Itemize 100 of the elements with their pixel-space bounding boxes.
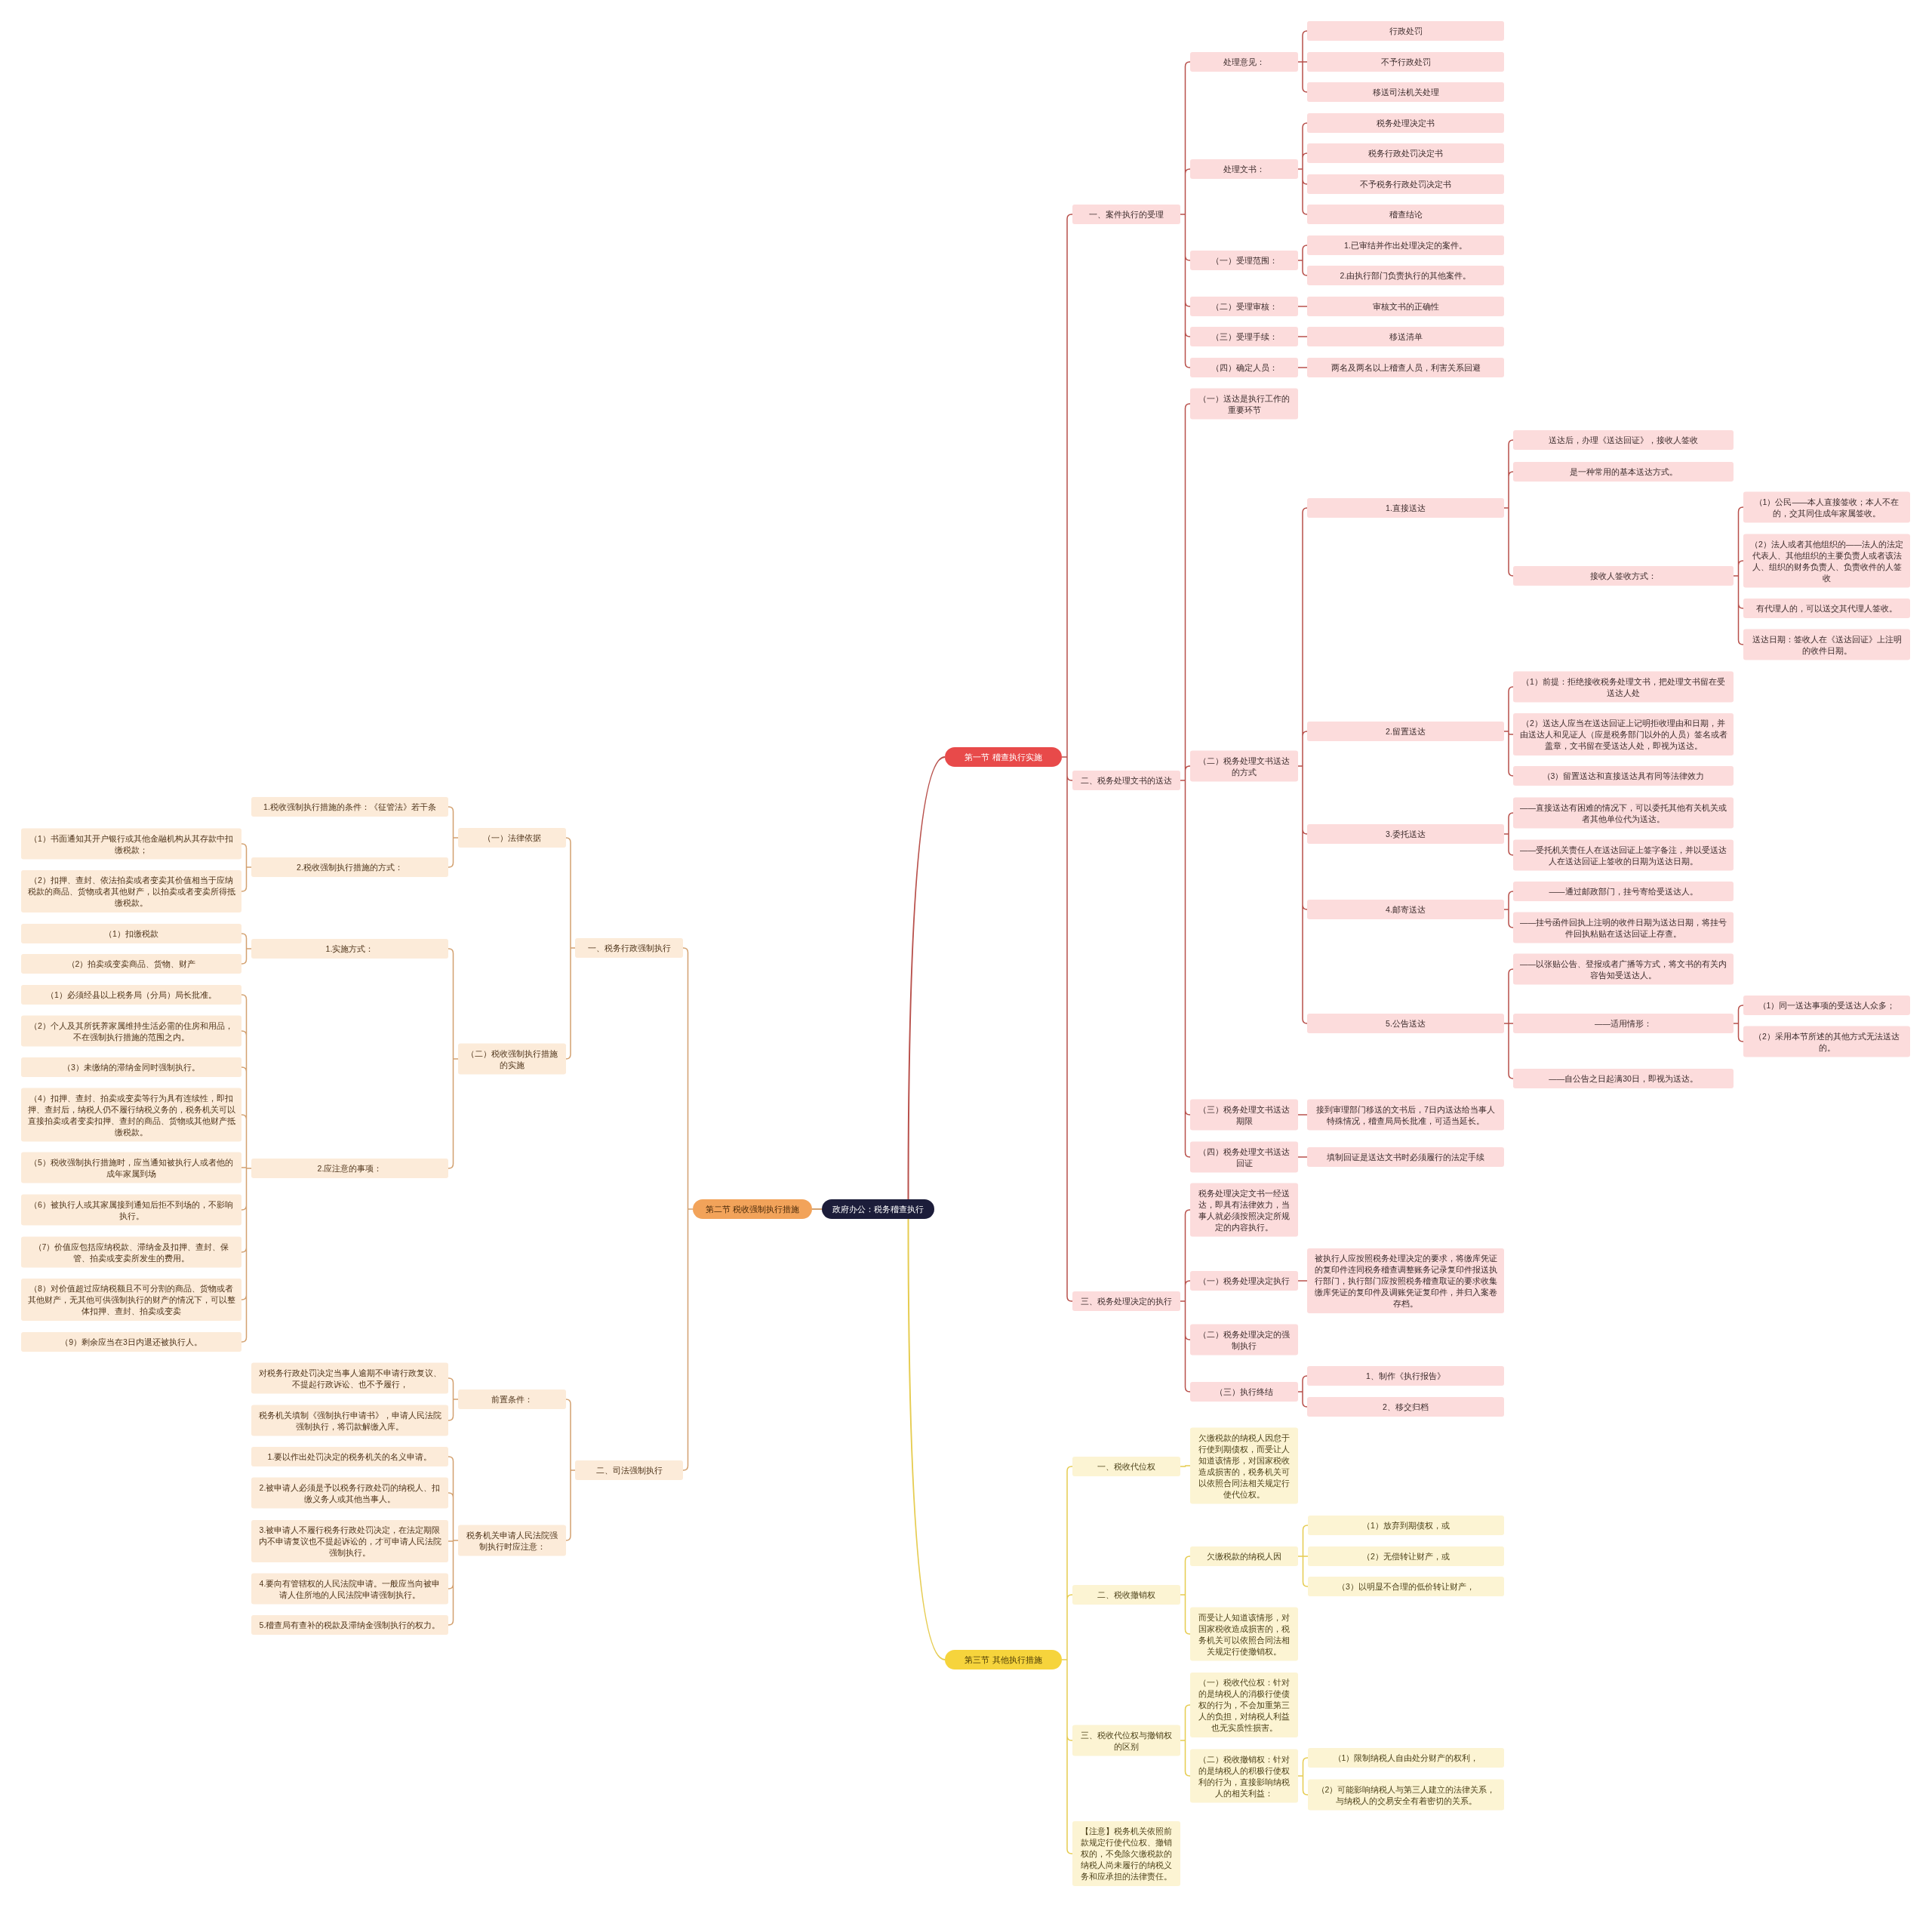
connector-line bbox=[1180, 403, 1191, 1158]
topic-box: （1）同一送达事项的受送达人众多； bbox=[1743, 996, 1910, 1015]
topic-box: （二）受理审核： bbox=[1190, 297, 1298, 316]
topic-box: （4）扣押、查封、拍卖或变卖等行为具有连续性，即扣押、查封后，纳税人仍不履行纳税义务的，税务机关可以直接拍卖或者变卖扣押、查封的商品、货物或其他财产抵缴税款。 bbox=[21, 1088, 242, 1142]
connector-line bbox=[1297, 1156, 1308, 1158]
connector-line bbox=[1061, 1466, 1073, 1854]
connector-line bbox=[1733, 1005, 1744, 1042]
connector-line bbox=[565, 837, 576, 1060]
topic-box: 5.公告送达 bbox=[1307, 1014, 1504, 1033]
topic-box: （2）拍卖或变卖商品、货物、财产 bbox=[21, 954, 242, 974]
connector-line bbox=[1297, 30, 1308, 93]
topic-box: （一）受理范围： bbox=[1190, 251, 1298, 270]
topic-box: 5.稽查局有查补的税款及滞纳金强制执行的权力。 bbox=[251, 1615, 448, 1635]
topic-box: 填制回证是送达文书时必须履行的法定手续 bbox=[1307, 1147, 1504, 1167]
central-topic-pill: 政府办公：税务稽查执行 bbox=[822, 1199, 934, 1219]
topic-box: （一）税收代位权：针对的是纳税人的消极行使债权的行为，不会加重第三人的负担，对纳税人利益也无实质性损害。 bbox=[1190, 1673, 1298, 1737]
topic-box: （3）未缴纳的滞纳金同时强制执行。 bbox=[21, 1057, 242, 1077]
topic-box: 2.税收强制执行措施的方式： bbox=[251, 857, 448, 877]
topic-box: （三）受理手续： bbox=[1190, 327, 1298, 346]
topic-box: （9）剩余应当在3日内退还被执行人。 bbox=[21, 1332, 242, 1352]
topic-box: （3）以明显不合理的低价转让财产， bbox=[1308, 1577, 1504, 1596]
topic-box: （一）法律依据 bbox=[458, 828, 566, 848]
connector-line bbox=[1503, 891, 1514, 928]
topic-box: 移送清单 bbox=[1307, 327, 1504, 346]
connector-line bbox=[1180, 61, 1191, 368]
topic-box: （一）送达是执行工作的重要环节 bbox=[1190, 388, 1298, 420]
connector-line bbox=[1297, 122, 1308, 215]
topic-box: 处理意见： bbox=[1190, 52, 1298, 72]
topic-box: 税务机关申请人民法院强制执行时应注意： bbox=[458, 1525, 566, 1556]
topic-box: 2.应注意的事项： bbox=[251, 1159, 448, 1178]
topic-box: 审核文书的正确性 bbox=[1307, 297, 1504, 316]
topic-box: 1.直接送达 bbox=[1307, 498, 1504, 518]
topic-box: （四）确定人员： bbox=[1190, 358, 1298, 377]
topic-box: （2）可能影响纳税人与第三人建立的法律关系，与纳税人的交易安全有着密切的关系。 bbox=[1308, 1779, 1504, 1811]
connector-line bbox=[241, 843, 252, 892]
topic-box: 二、税收撤销权 bbox=[1072, 1585, 1180, 1605]
connector-line bbox=[1297, 1525, 1309, 1587]
connector-line bbox=[1297, 245, 1308, 276]
topic-box: （三）执行终结 bbox=[1190, 1382, 1298, 1402]
topic-box: （1）限制纳税人自由处分财产的权利， bbox=[1308, 1748, 1504, 1768]
topic-box: （二）税收撤销权：针对的是纳税人的积极行使权利的行为，直接影响纳税人的相关利益： bbox=[1190, 1749, 1298, 1803]
topic-box: 税务处理决定书 bbox=[1307, 113, 1504, 133]
topic-box: 【注意】税务机关依照前款规定行使代位权、撤销权的，不免除欠缴税款的纳税人尚未履行的纳税义务和应承担的法律责任。 bbox=[1072, 1821, 1180, 1886]
topic-box: （1）放弃到期债权，或 bbox=[1308, 1516, 1504, 1535]
topic-box: （一）税务处理决定执行 bbox=[1190, 1271, 1298, 1291]
connector-line bbox=[907, 756, 946, 1200]
topic-box: ——自公告之日起满30日，即视为送达。 bbox=[1513, 1069, 1734, 1088]
topic-box: 2、移交归档 bbox=[1307, 1397, 1504, 1417]
topic-box: （二）税收强制执行措施的实施 bbox=[458, 1043, 566, 1075]
topic-box: 税务处理决定文书一经送达，即具有法律效力，当事人就必须按照决定所规定的内容执行。 bbox=[1190, 1183, 1298, 1237]
connector-line bbox=[448, 1456, 459, 1626]
topic-box: 税务行政处罚决定书 bbox=[1307, 143, 1504, 163]
topic-box: 1.实施方式： bbox=[251, 939, 448, 959]
topic-box: （四）税务处理文书送达回证 bbox=[1190, 1141, 1298, 1173]
connector-line bbox=[1503, 968, 1514, 1079]
topic-box: 前置条件： bbox=[458, 1389, 566, 1409]
connector-line bbox=[1061, 214, 1073, 1302]
topic-box: 欠缴税款的纳税人因怠于行使到期债权，而受让人知道该情形，对国家税收造成损害的，税务机关可以依照合同法相关规定行使代位权。 bbox=[1190, 1427, 1298, 1504]
connector-line bbox=[1733, 506, 1744, 645]
topic-box: 处理文书： bbox=[1190, 159, 1298, 179]
topic-box: （3）留置送达和直接送达具有同等法律效力 bbox=[1513, 766, 1734, 786]
topic-box: （8）对价值超过应纳税额且不可分割的商品、货物或者其他财产，无其他可供强制执行的财产的情况下，可以整体扣押、查封、拍卖或变卖 bbox=[21, 1279, 242, 1321]
topic-box: （1）必须经县以上税务局（分局）局长批准。 bbox=[21, 985, 242, 1005]
topic-box: 两名及两名以上稽查人员，利害关系回避 bbox=[1307, 358, 1504, 377]
connector-line bbox=[1297, 507, 1308, 1024]
topic-box: 2.由执行部门负责执行的其他案件。 bbox=[1307, 266, 1504, 285]
topic-box: ——适用情形： bbox=[1513, 1014, 1734, 1033]
topic-box: 接到审理部门移送的文书后，7日内送达给当事人特殊情况，稽查局局长批准，可适当延长。 bbox=[1307, 1099, 1504, 1131]
connector-line bbox=[1297, 336, 1308, 337]
connector-line bbox=[1503, 686, 1514, 777]
topic-box: 4.要向有管辖权的人民法院申请。一般应当向被申请人住所地的人民法院申请强制执行。 bbox=[251, 1573, 448, 1605]
topic-box: （2）无偿转让财产，或 bbox=[1308, 1546, 1504, 1566]
topic-box: 移送司法机关处理 bbox=[1307, 82, 1504, 102]
topic-box: 4.邮寄送达 bbox=[1307, 900, 1504, 919]
topic-box: 不予行政处罚 bbox=[1307, 52, 1504, 72]
topic-box: 1、制作《执行报告》 bbox=[1307, 1366, 1504, 1386]
topic-box: （三）税务处理文书送达期限 bbox=[1190, 1099, 1298, 1131]
connector-line bbox=[1297, 367, 1308, 368]
connector-line bbox=[1297, 1757, 1309, 1796]
connector-line bbox=[811, 1208, 823, 1210]
topic-box: 2.留置送达 bbox=[1307, 722, 1504, 741]
branch-topic-pill: 第三节 其他执行措施 bbox=[945, 1650, 1062, 1670]
topic-box: 对税务行政处罚决定当事人逾期不申请行政复议、不提起行政诉讼、也不予履行， bbox=[251, 1362, 448, 1394]
topic-box: 三、税收代位权与撤销权的区别 bbox=[1072, 1725, 1180, 1756]
branch-topic-pill: 第二节 税收强制执行措施 bbox=[693, 1199, 812, 1219]
connector-line bbox=[448, 948, 459, 1169]
topic-box: 送达日期：签收人在《送达回证》上注明的收件日期。 bbox=[1743, 629, 1910, 660]
topic-box: 欠缴税款的纳税人因 bbox=[1190, 1546, 1298, 1566]
branch-topic-pill: 第一节 稽查执行实施 bbox=[945, 747, 1062, 767]
connector-line bbox=[241, 933, 252, 965]
topic-box: （2）扣押、查封、依法拍卖或者变卖其价值相当于应纳税款的商品、货物或者其他财产，以拍卖或者变卖所得抵缴税款。 bbox=[21, 870, 242, 912]
topic-box: 稽查结论 bbox=[1307, 205, 1504, 224]
connector-line bbox=[1180, 1465, 1191, 1467]
connector-line bbox=[1503, 812, 1514, 856]
connector-line bbox=[448, 806, 459, 868]
topic-box: 行政处罚 bbox=[1307, 21, 1504, 41]
topic-box: 一、税收代位权 bbox=[1072, 1457, 1180, 1476]
connector-line bbox=[1180, 1556, 1191, 1635]
topic-box: 1.要以作出处罚决定的税务机关的名义申请。 bbox=[251, 1447, 448, 1466]
topic-box: （1）公民——本人直接签收；本人不在的，交其同住成年家属签收。 bbox=[1743, 491, 1910, 523]
